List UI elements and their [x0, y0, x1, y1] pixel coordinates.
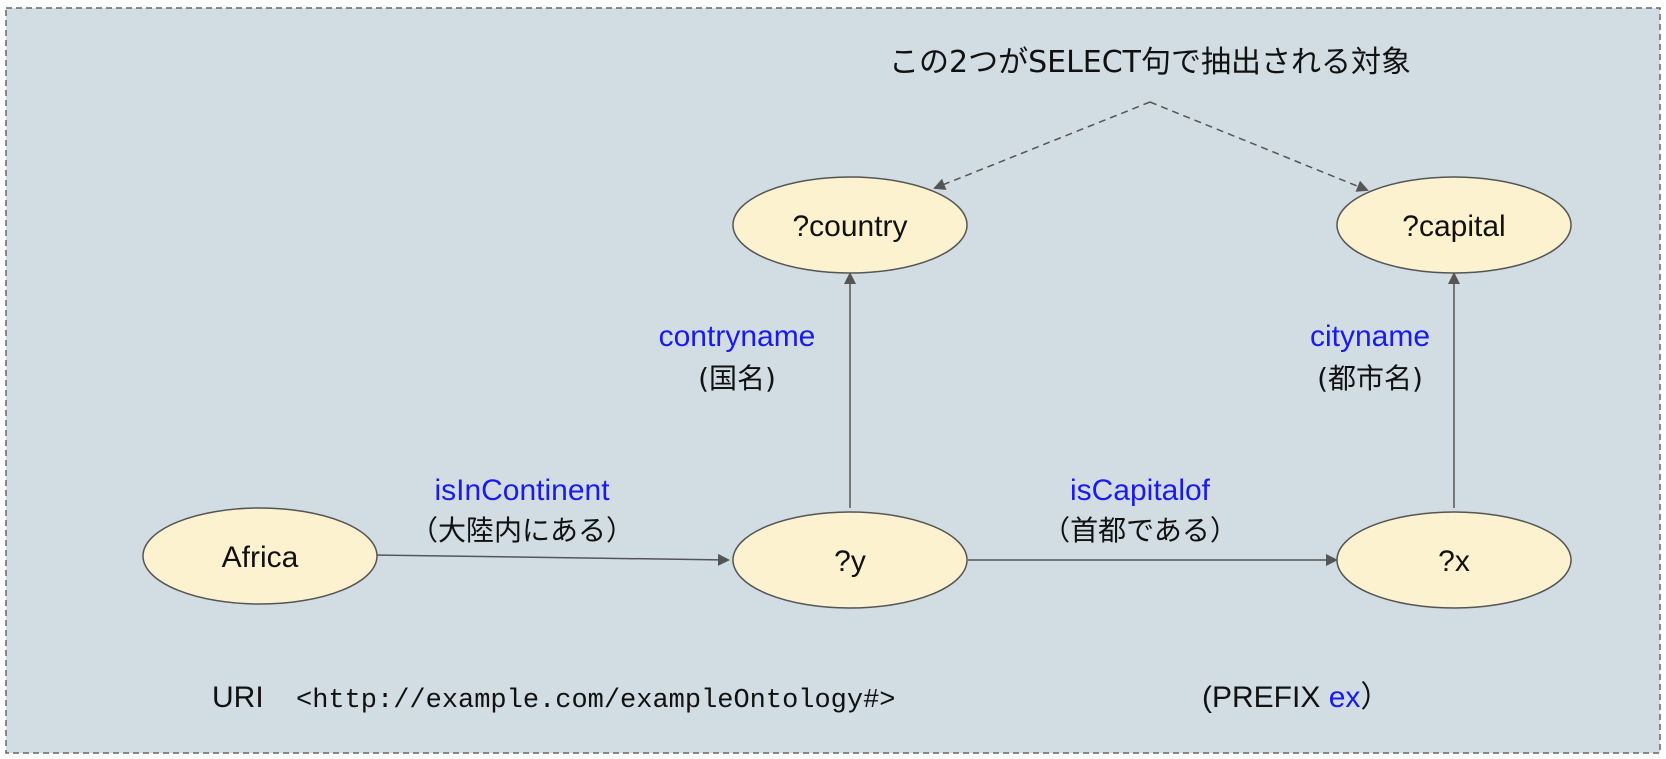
node-africa-shape: [142, 507, 378, 605]
select-pointers: [933, 101, 1369, 192]
prefix-open: (PREFIX: [1202, 681, 1329, 714]
prefix-declaration: (PREFIX ex）: [1202, 681, 1390, 714]
uri-footer: URI <http://example.com/exampleOntology#…: [212, 681, 1390, 716]
node-country-shape: [732, 176, 968, 274]
node-country-label: ?country: [792, 210, 907, 243]
graph-edges: [375, 272, 1460, 566]
diagram-panel: [5, 7, 1661, 754]
node-x-label: ?x: [1438, 545, 1470, 578]
node-africa-label: Africa: [222, 541, 299, 574]
predicate-label: contryname: [659, 320, 816, 353]
pointer-to-country: [933, 101, 1151, 190]
uri-value: <http://example.com/exampleOntology#>: [296, 686, 896, 716]
edge-label-contryname: contryname (国名): [659, 320, 816, 395]
node-capital-shape: [1336, 176, 1572, 274]
pointer-to-capital: [1149, 101, 1369, 192]
node-country: ?country: [732, 176, 968, 274]
uri-label: URI: [212, 681, 264, 714]
predicate-label: cityname: [1310, 320, 1430, 353]
prefix-name: ex: [1329, 681, 1361, 714]
node-capital: ?capital: [1336, 176, 1572, 274]
node-y: ?y: [732, 511, 968, 609]
predicate-label: isInContinent: [434, 474, 610, 507]
node-y-label: ?y: [834, 545, 866, 578]
predicate-meaning: (都市名): [1317, 362, 1423, 395]
node-y-shape: [732, 511, 968, 609]
edge-label-cityname: cityname (都市名): [1310, 320, 1430, 395]
predicate-label: isCapitalof: [1070, 474, 1211, 507]
edge-label-is-in-continent: isInContinent （大陸内にある）: [410, 474, 634, 547]
predicate-meaning: (国名): [698, 362, 776, 395]
prefix-close: ）: [1360, 681, 1390, 714]
node-africa: Africa: [142, 507, 378, 605]
predicate-meaning: （首都である）: [1042, 514, 1238, 547]
node-x: ?x: [1336, 511, 1572, 609]
predicate-meaning: （大陸内にある）: [410, 514, 634, 547]
node-capital-label: ?capital: [1402, 210, 1505, 243]
node-x-shape: [1336, 511, 1572, 609]
select-annotation: この2つがSELECT句で抽出される対象: [889, 45, 1411, 80]
edge-is-in-continent: [375, 553, 730, 566]
edge-label-is-capital-of: isCapitalof （首都である）: [1042, 474, 1238, 547]
